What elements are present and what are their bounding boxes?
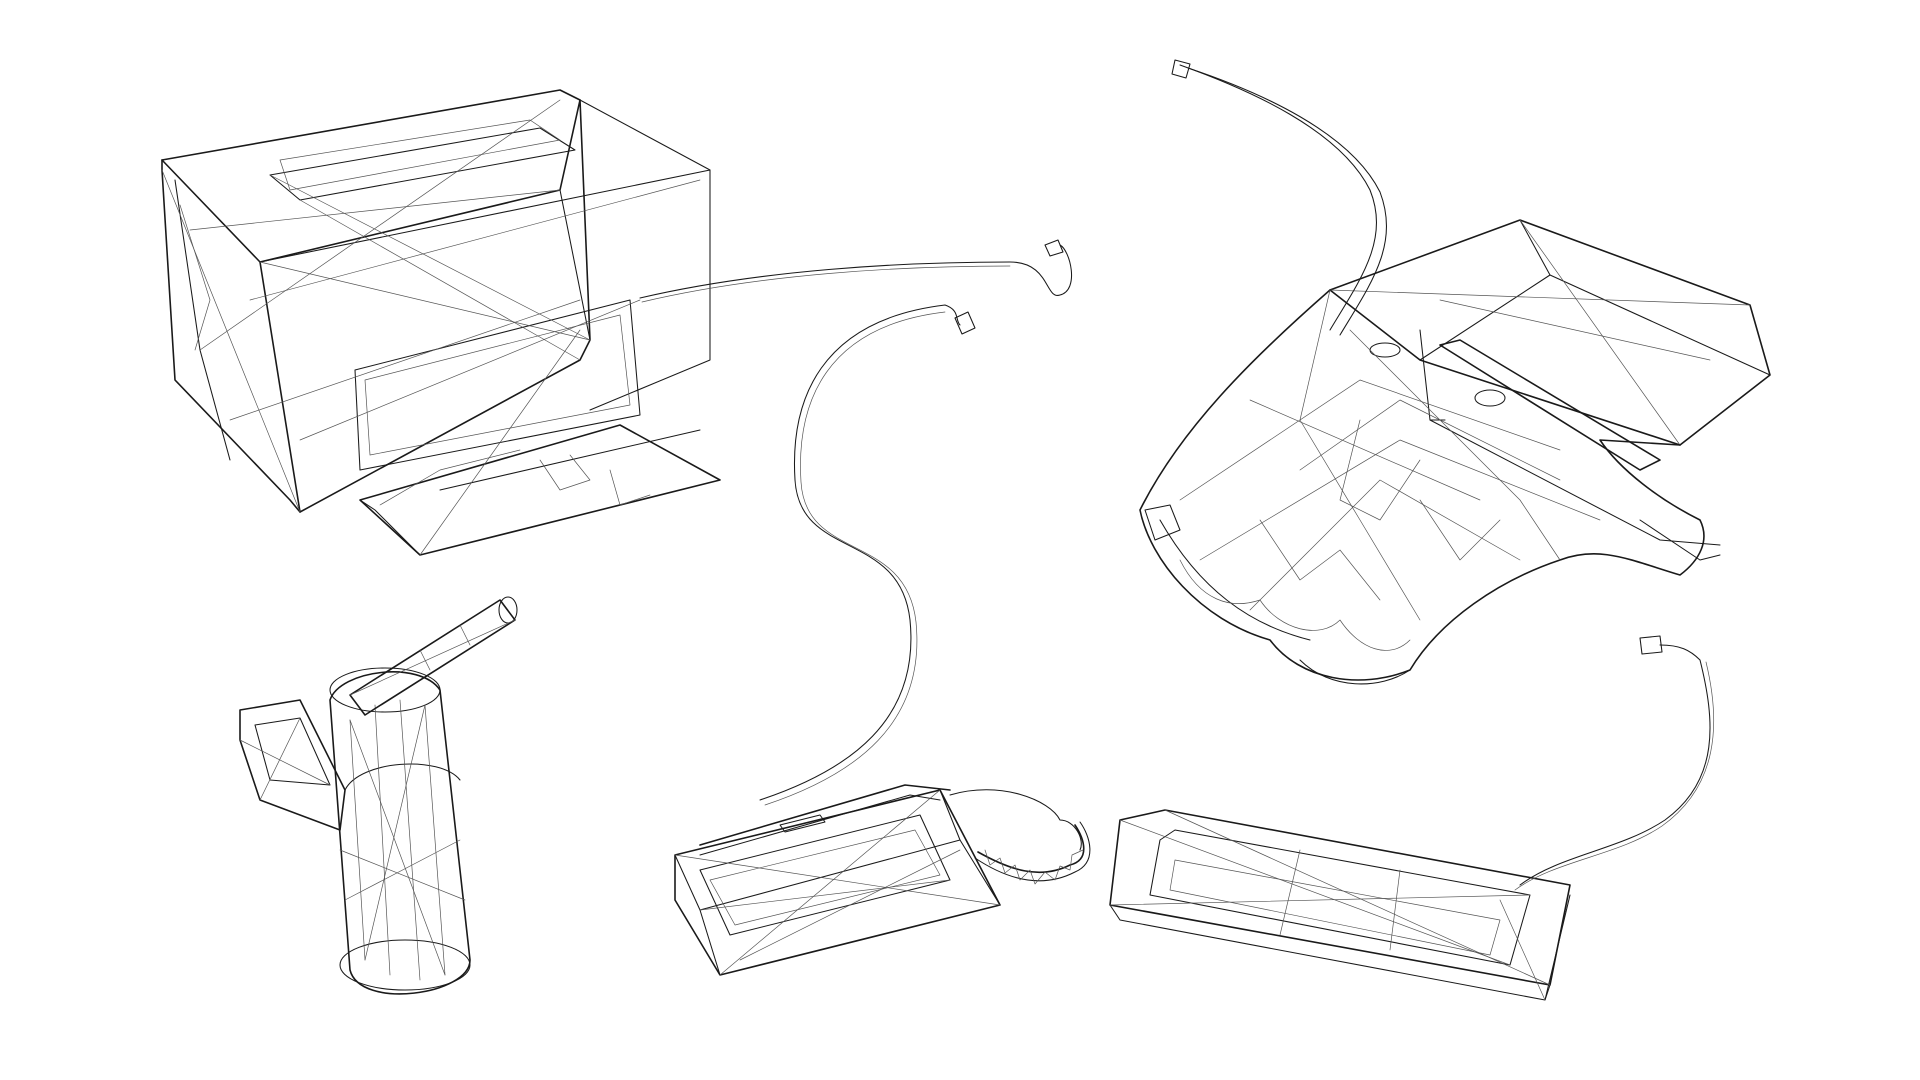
crt-monitor-wireframe bbox=[161, 89, 1073, 556]
game-console-controller-wireframe bbox=[1139, 59, 1771, 685]
handheld-scanner-wireframe bbox=[239, 596, 518, 995]
stylus-tablet-wireframe bbox=[674, 304, 1091, 976]
flat-keyboard-wireframe bbox=[1109, 635, 1714, 1001]
